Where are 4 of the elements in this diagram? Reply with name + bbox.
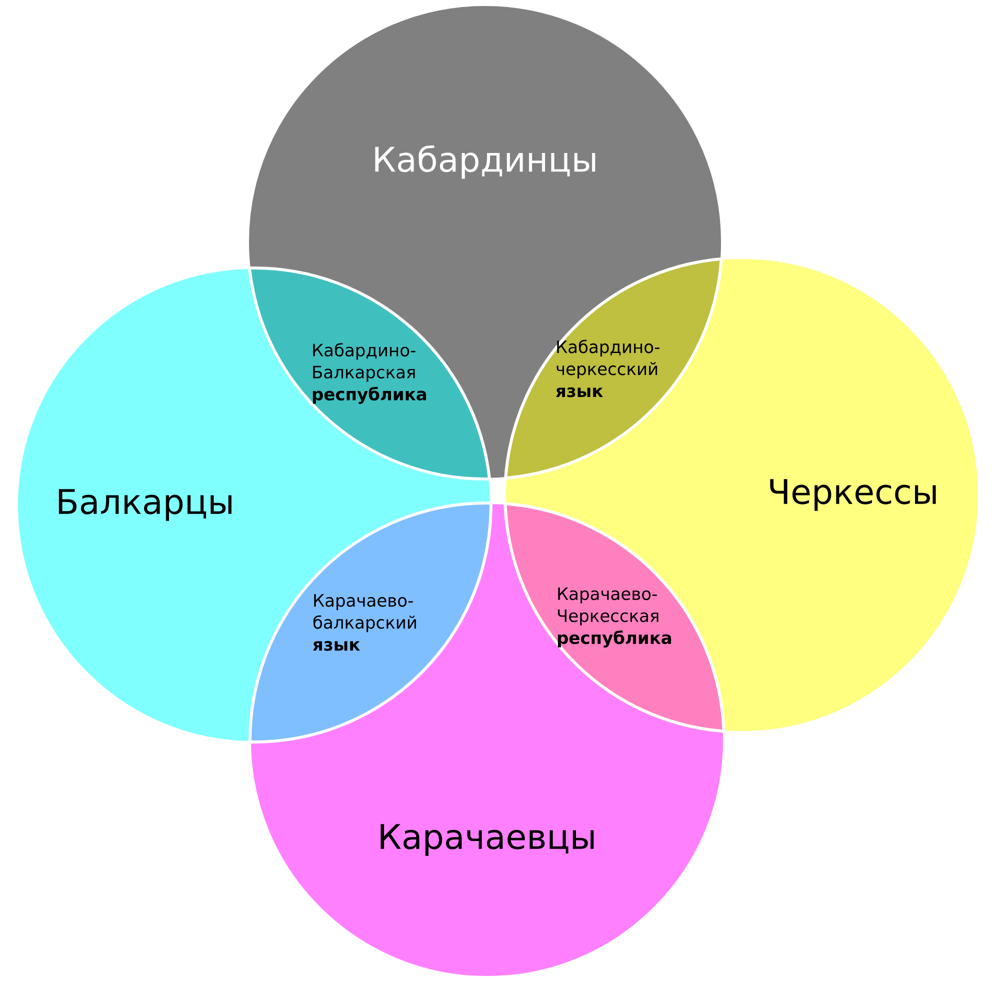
overlap-region: Кабардино-Балкарская республика — [248, 266, 492, 480]
overlap-region: Карачаево-балкарский язык — [248, 502, 492, 744]
overlap-region: Кабардино-черкесский язык — [504, 257, 723, 480]
overlap-region: Карачаево-Черкесская республика — [504, 502, 726, 733]
